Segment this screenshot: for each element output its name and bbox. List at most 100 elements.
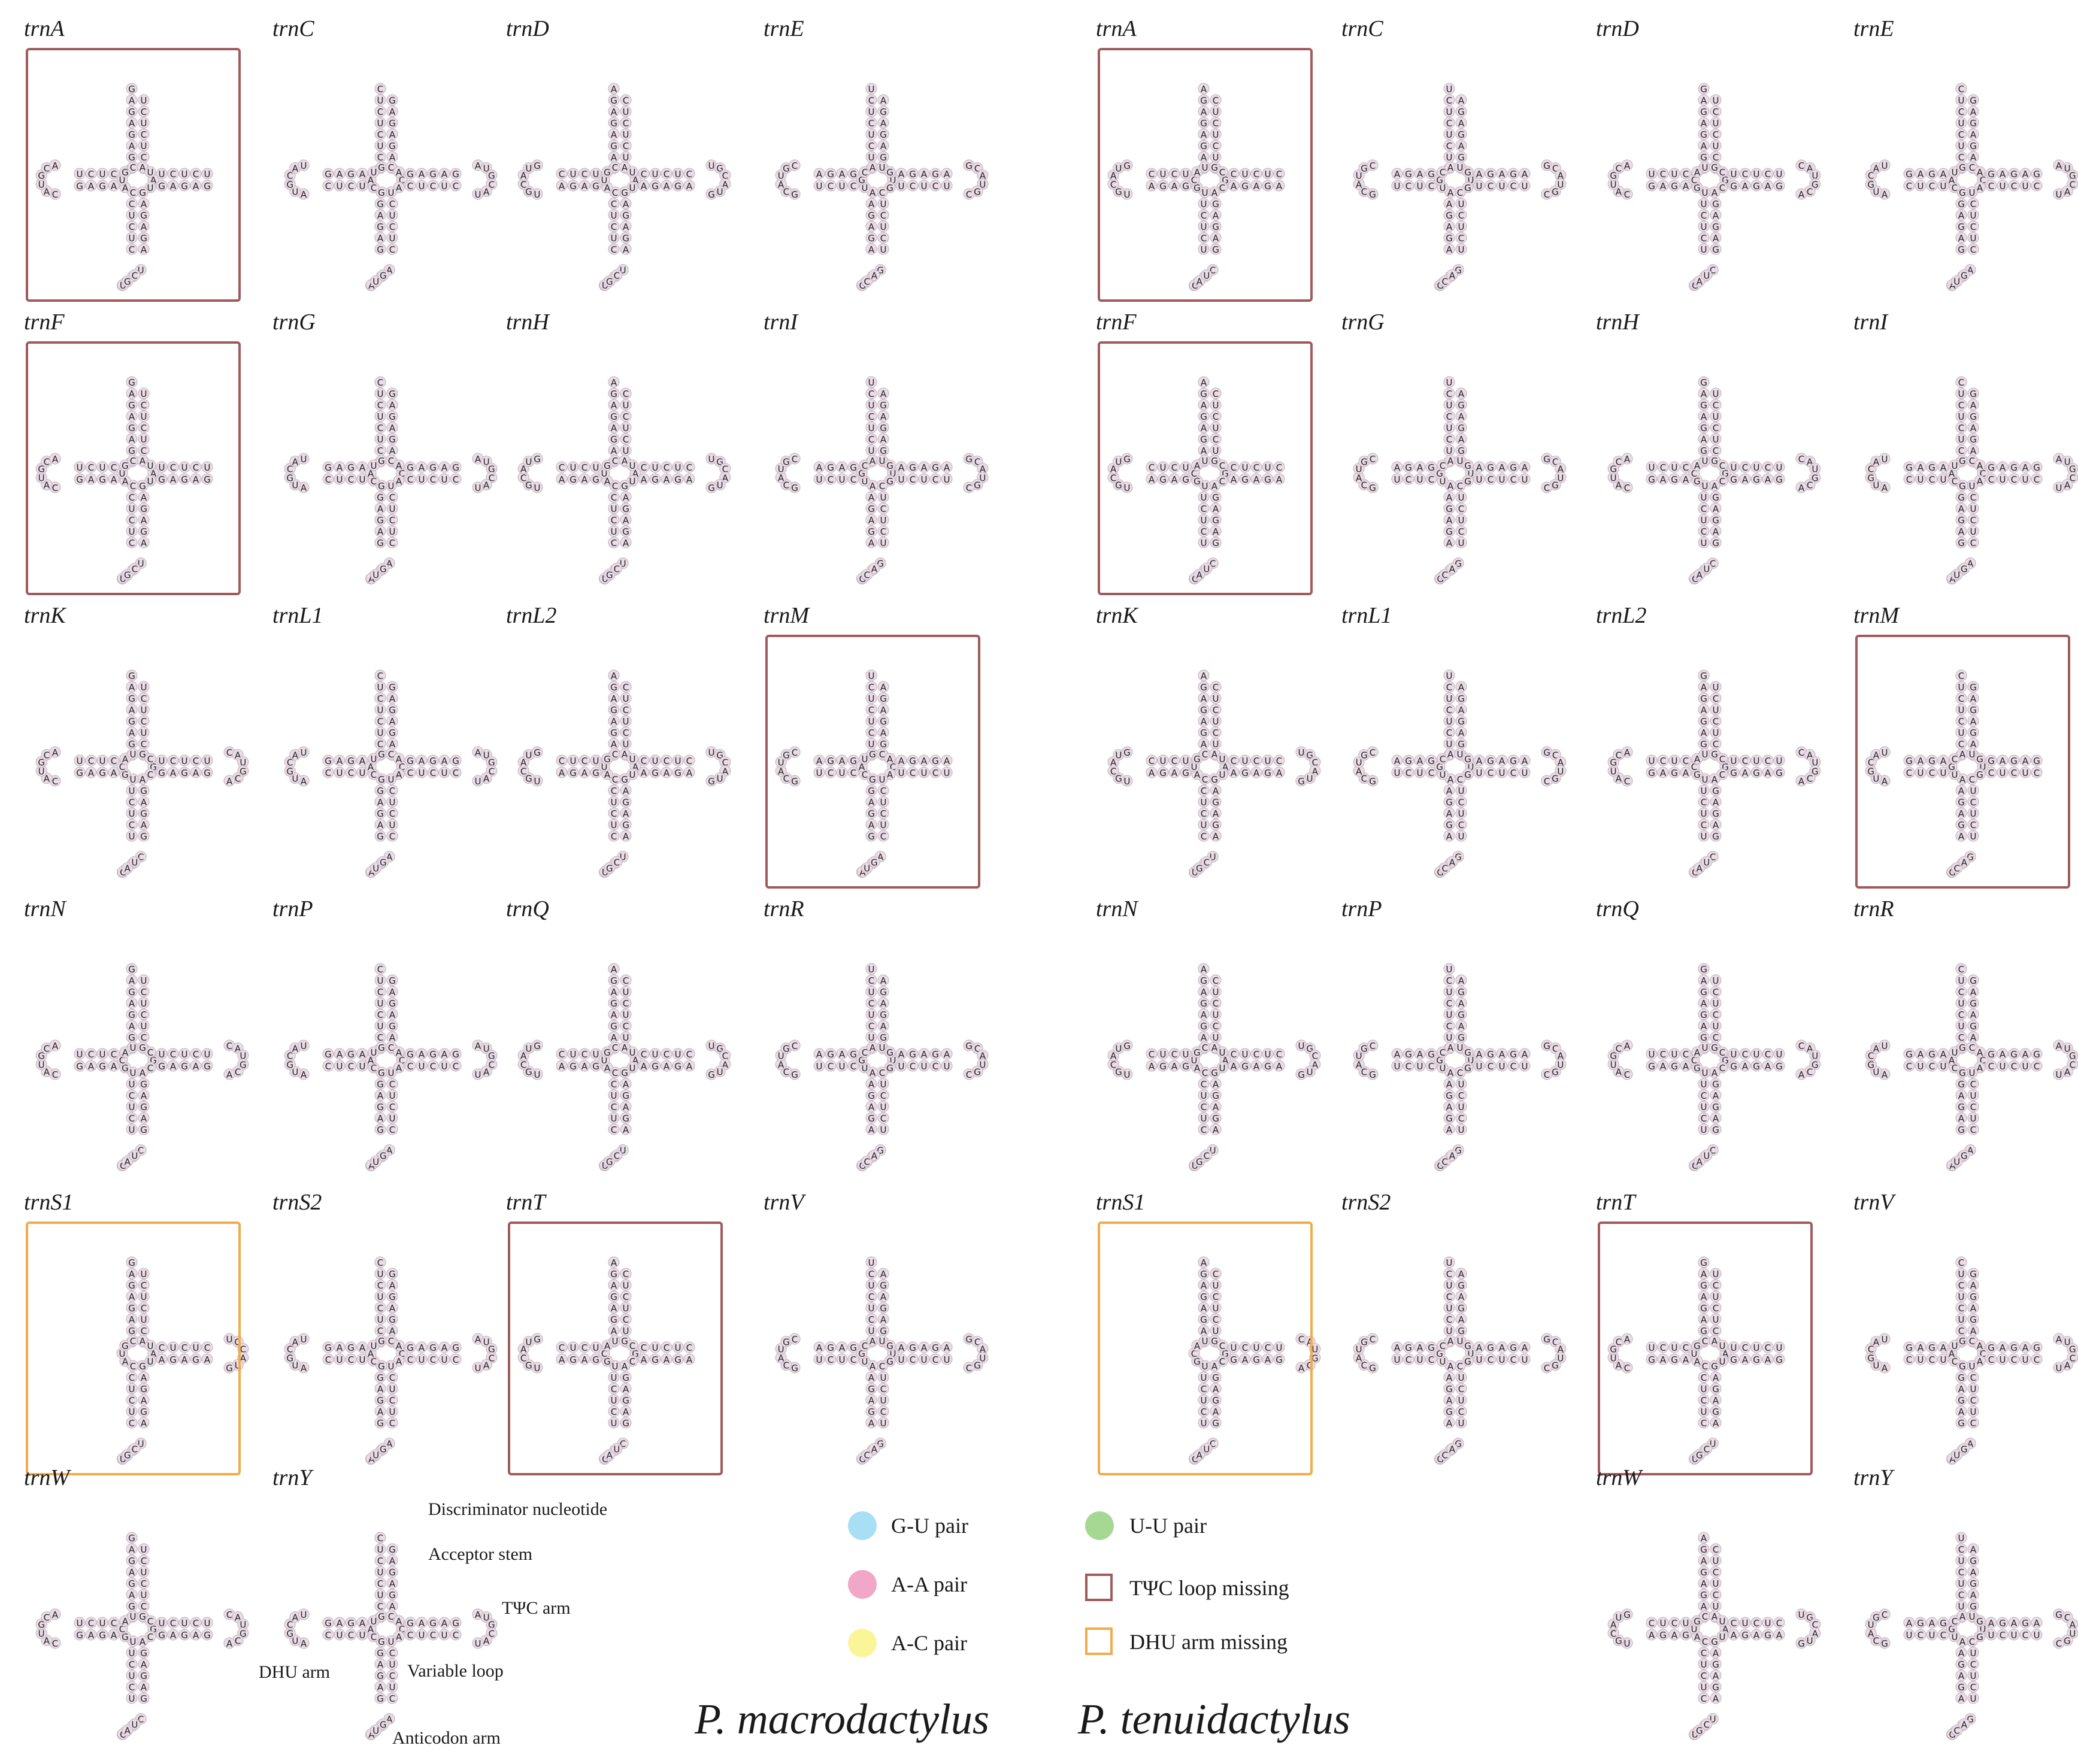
nucleotide-letter: G: [610, 975, 617, 986]
nucleotide-letter: A: [1201, 423, 1207, 434]
nucleotide-letter: U: [868, 1280, 875, 1291]
nucleotide-letter: G: [622, 504, 629, 514]
nucleotide-letter: C: [1276, 1049, 1282, 1060]
nucleotide-letter: G: [407, 1342, 414, 1353]
nucleotide-letter: U: [1160, 756, 1167, 766]
nucleotide-letter: A: [611, 423, 617, 434]
nucleotide-letter: U: [1713, 728, 1719, 738]
nucleotide-letter: C: [287, 171, 293, 181]
nucleotide-letter: G: [1159, 474, 1167, 485]
nucleotide-letter: G: [325, 1049, 332, 1060]
nucleotide-letter: U: [1160, 1049, 1167, 1060]
nucleotide-letter: A: [611, 1303, 617, 1314]
nucleotide-letter: A: [1624, 160, 1631, 171]
nucleotide-letter: C: [1958, 400, 1964, 411]
nucleotide-letter: C: [1370, 160, 1376, 171]
nucleotide-letter: G: [407, 756, 414, 766]
nucleotide-letter: U: [204, 1618, 211, 1629]
nucleotide-letter: G: [407, 1049, 414, 1060]
nucleotide-letter: A: [1213, 1125, 1219, 1135]
nucleotide-letter: U: [1394, 474, 1401, 485]
nucleotide-letter: C: [559, 1049, 565, 1060]
nucleotide-letter: C: [141, 1032, 147, 1043]
nucleotide-letter: G: [909, 462, 916, 473]
nucleotide: [178, 180, 190, 192]
nucleotide-letter: C: [880, 504, 886, 514]
nucleotide-letter: C: [141, 1010, 147, 1020]
nucleotide-letter: A: [389, 129, 396, 140]
nucleotide-letter: U: [868, 671, 875, 681]
nucleotide-letter: G: [389, 682, 396, 693]
nucleotide-letter: U: [141, 728, 147, 738]
nucleotide-letter: U: [1701, 515, 1707, 526]
nucleotide-letter: G: [880, 1280, 887, 1291]
nucleotide-letter: U: [593, 756, 599, 766]
nucleotide-letter: C: [1970, 244, 1976, 255]
nucleotide-letter: G: [1970, 95, 1977, 106]
nucleotide-letter: G: [1241, 768, 1249, 778]
nucleotide-letter: C: [611, 244, 617, 255]
nucleotide-letter: A: [898, 169, 905, 180]
nucleotide-letter: C: [44, 457, 50, 468]
nucleotide: [190, 180, 202, 192]
nucleotide-letter: C: [1958, 716, 1964, 727]
nucleotide-letter: C: [159, 1342, 165, 1353]
trna-panel-left-trnK: trnKAUGCAUGCAUGCAUGCAUGCAUGCAUGCAUGCAUGC…: [24, 603, 249, 878]
nucleotide-letter: G: [347, 756, 355, 766]
nucleotide-letter: A: [1211, 187, 1218, 198]
nucleotide-letter: A: [611, 400, 617, 411]
nucleotide-letter: A: [141, 797, 147, 808]
nucleotide: [356, 168, 368, 180]
nucleotide-letter: G: [377, 786, 384, 796]
nucleotide-letter: G: [407, 462, 414, 473]
nucleotide-letter: U: [129, 526, 135, 537]
nucleotide-letter: C: [1719, 754, 1725, 765]
nucleotide-letter: A: [1201, 377, 1207, 388]
nucleotide-letter: C: [868, 728, 874, 738]
nucleotide-letter: A: [871, 1150, 878, 1161]
nucleotide-letter: A: [664, 768, 670, 778]
nucleotide-letter: U: [1753, 756, 1760, 766]
nucleotide-letter: A: [1253, 181, 1260, 192]
nucleotide-letter: A: [880, 95, 887, 106]
nucleotide-letter: U: [921, 181, 928, 192]
nucleotide-letter: C: [129, 492, 135, 503]
trna-panel-right-trnE: trnEUGCAUGCAUGCAUGCAUGCAUGCAUGCAUGCAUGCA…: [1853, 16, 2078, 292]
nucleotide: [126, 83, 138, 95]
nucleotide-letter: A: [623, 515, 629, 526]
nucleotide-letter: C: [1958, 693, 1964, 704]
nucleotide-letter: C: [1742, 756, 1748, 766]
nucleotide-letter: A: [880, 998, 887, 1009]
nucleotide-letter: C: [1510, 768, 1516, 778]
nucleotide-letter: C: [1213, 705, 1219, 716]
nucleotide-letter: C: [141, 987, 147, 998]
nucleotide-letter: C: [910, 181, 916, 192]
nucleotide: [96, 180, 108, 192]
nucleotide-letter: C: [1488, 181, 1494, 192]
nucleotide-letter: U: [377, 1544, 384, 1555]
nucleotide-letter: U: [129, 1693, 135, 1704]
nucleotide-letter: U: [1417, 474, 1423, 485]
nucleotide-letter: C: [226, 747, 232, 758]
nucleotide-letter: U: [204, 169, 211, 180]
nucleotide-letter: C: [1988, 474, 1994, 485]
nucleotide-letter: U: [921, 474, 928, 485]
nucleotide-letter: A: [1201, 400, 1207, 411]
nucleotide: [108, 180, 120, 192]
nucleotide-letter: A: [1958, 808, 1965, 819]
nucleotide-letter: U: [1701, 199, 1707, 210]
nucleotide-letter: A: [141, 492, 147, 503]
nucleotide-letter: G: [1487, 169, 1494, 180]
trna-panel-right-trnI: trnIUGCAUGCAUGCAUGCAUGCAUGCAUGCAUGCAUGCA…: [1853, 310, 2078, 585]
nucleotide-letter: G: [377, 1648, 384, 1659]
nucleotide-letter: A: [483, 480, 490, 490]
nucleotide-letter: U: [1265, 756, 1271, 766]
nucleotide-letter: G: [1958, 538, 1965, 548]
nucleotide-letter: G: [1200, 411, 1207, 422]
nucleotide-letter: C: [611, 515, 617, 526]
nucleotide-letter: G: [1212, 797, 1219, 808]
nucleotide-letter: C: [170, 1618, 176, 1629]
nucleotide-letter: A: [1742, 181, 1749, 192]
nucleotide-letter: A: [292, 750, 299, 761]
nucleotide-letter: A: [193, 1061, 199, 1072]
